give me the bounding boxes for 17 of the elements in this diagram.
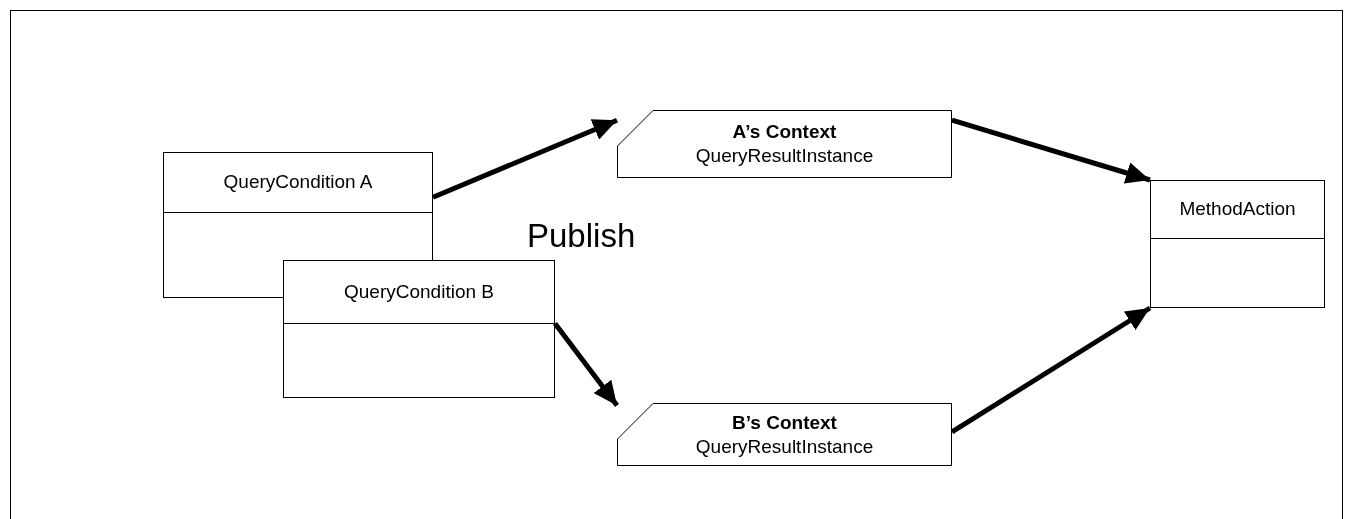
class-name: QueryCondition B [344, 279, 494, 304]
class-name: QueryCondition A [223, 170, 373, 195]
context-title: B’s Context [732, 410, 837, 435]
context-shape [617, 403, 952, 466]
context-shape [617, 110, 952, 178]
arrow [432, 117, 618, 200]
arrow [951, 117, 1151, 184]
context-title: A’s Context [732, 120, 837, 144]
arrow [553, 321, 619, 408]
publish-label: Publish [527, 216, 636, 256]
class-name: MethodAction [1179, 197, 1296, 222]
class-box [1150, 180, 1325, 308]
class-name: QueryResultInstance [695, 434, 874, 459]
arrow [950, 305, 1152, 435]
class-box [283, 260, 555, 398]
class-box [163, 152, 433, 260]
class-name: QueryResultInstance [695, 144, 874, 168]
